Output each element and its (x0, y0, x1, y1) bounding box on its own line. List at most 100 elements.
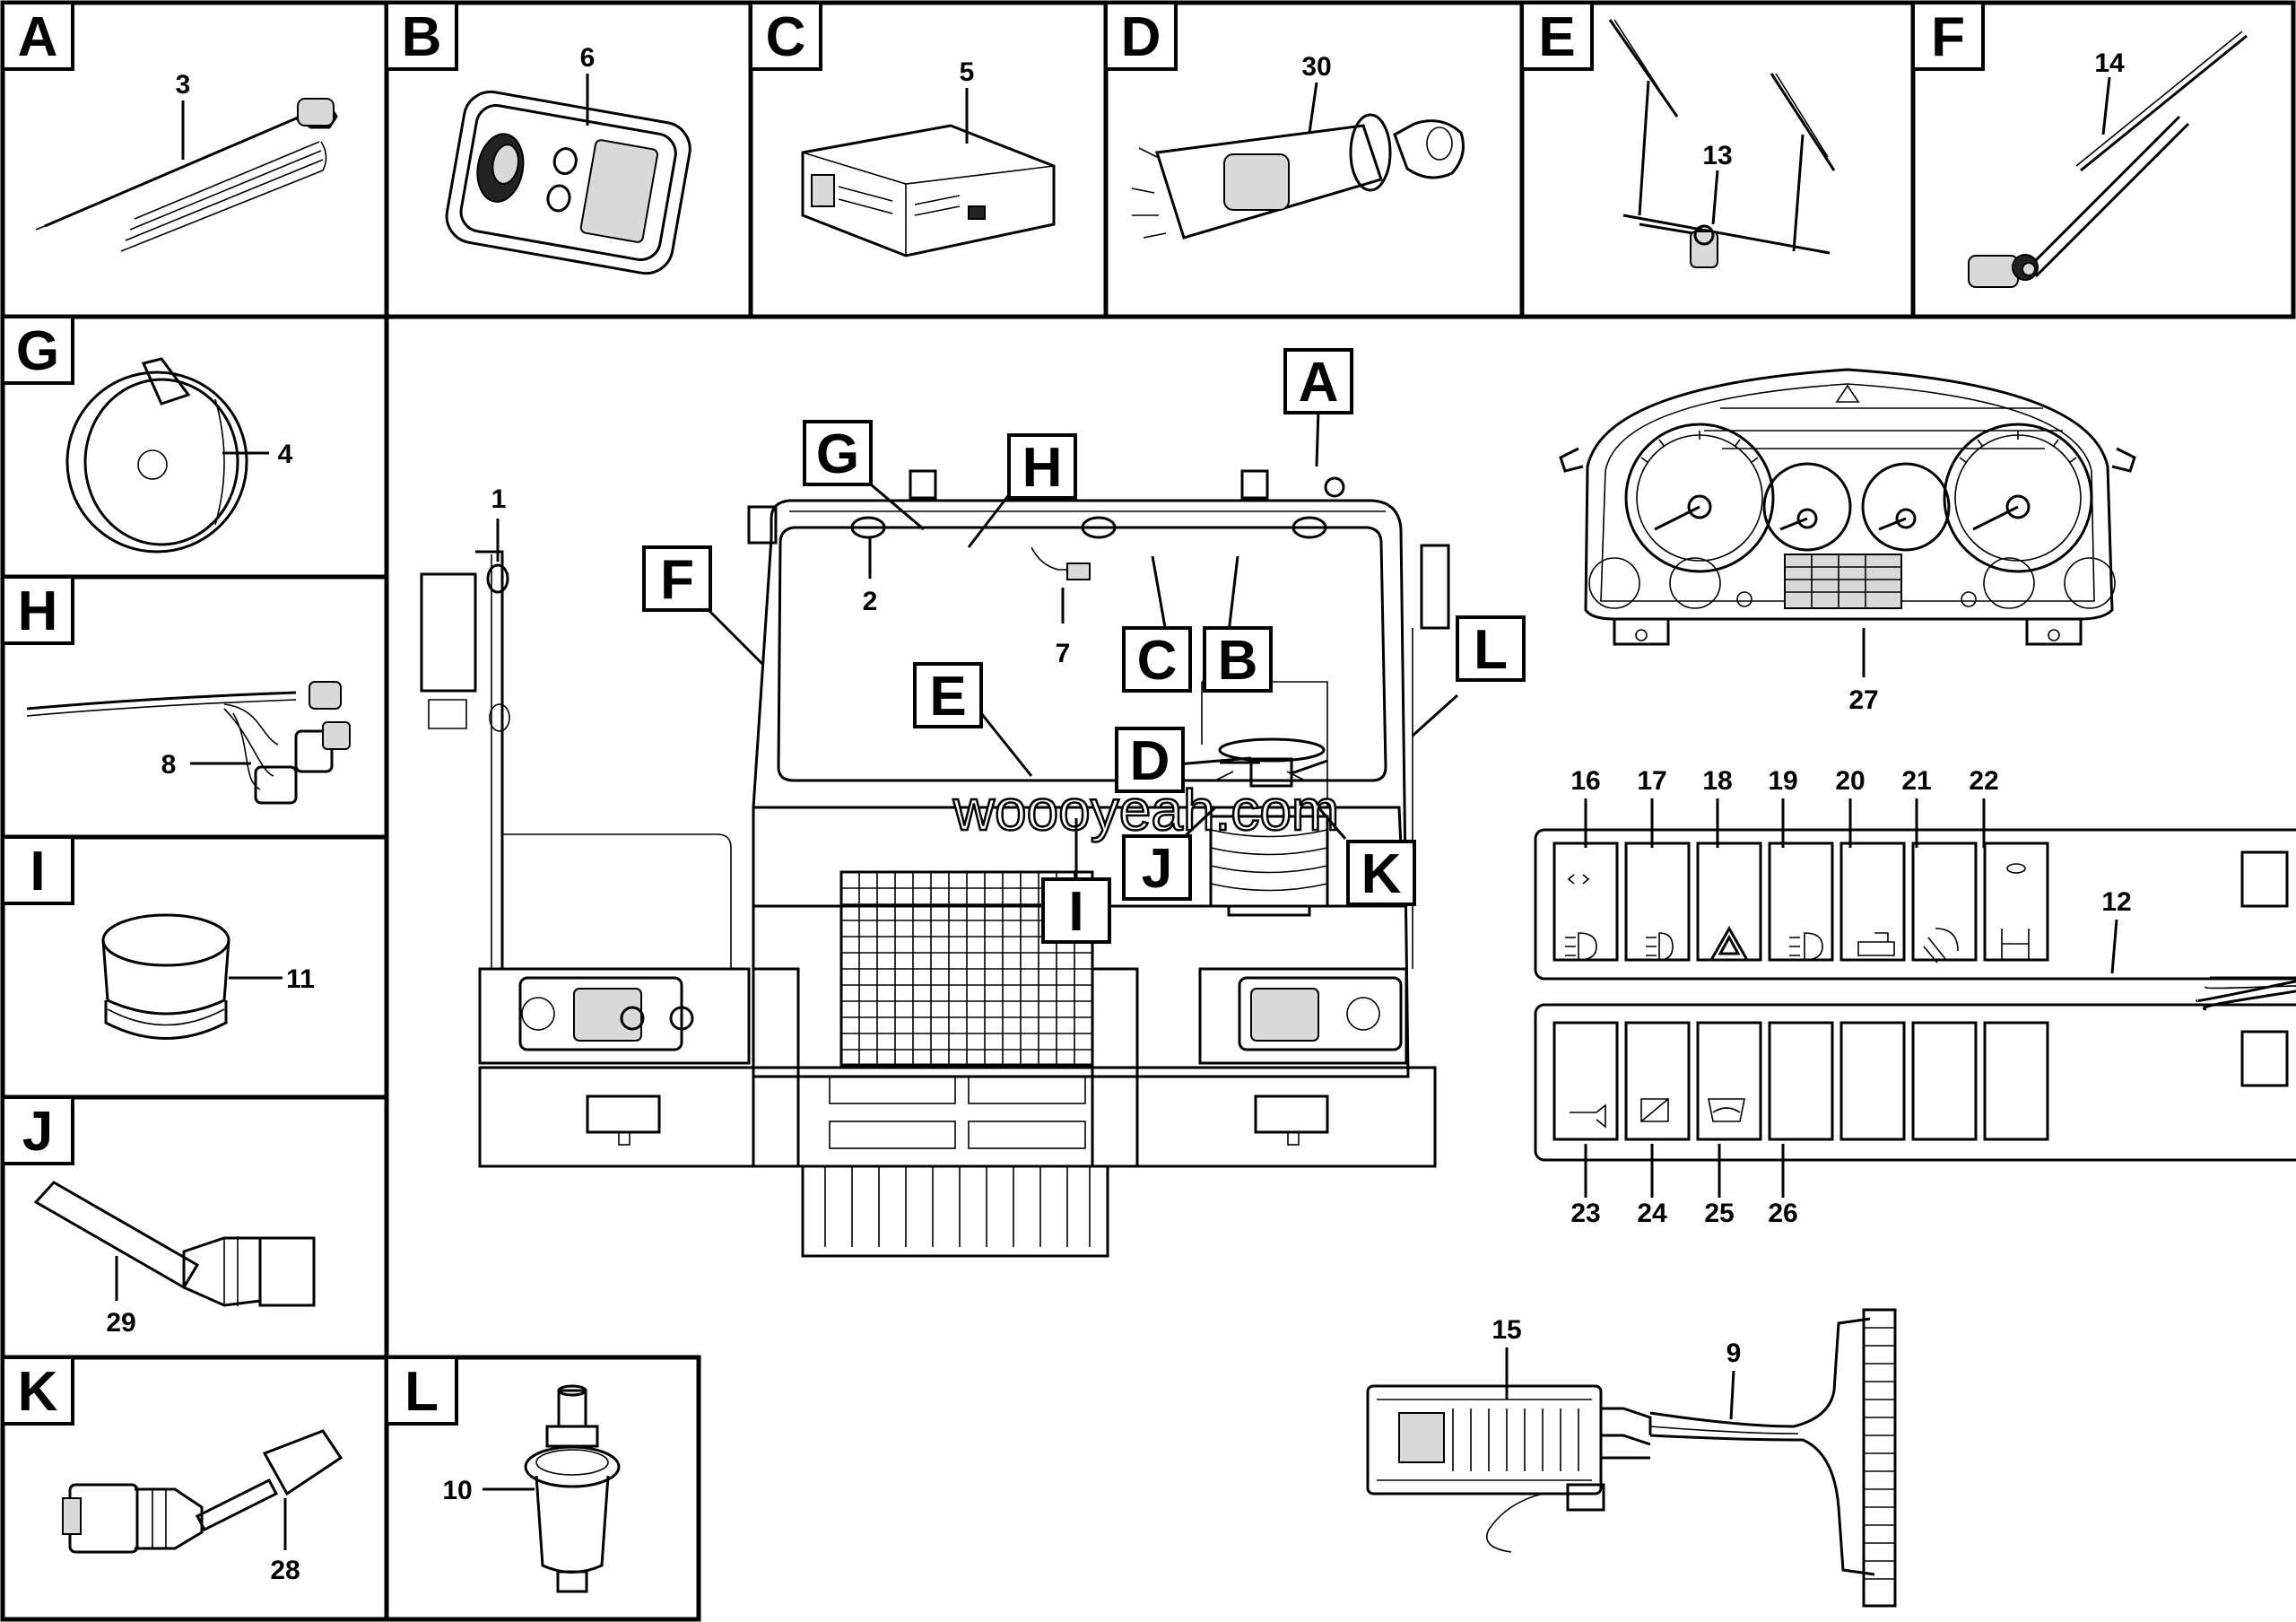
svg-text:L: L (404, 1361, 439, 1423)
svg-text:I: I (1068, 881, 1083, 943)
svg-text:29: 29 (106, 1308, 135, 1338)
differential-lock-icon (2001, 929, 2030, 960)
svg-text:13: 13 (1702, 141, 1732, 170)
part-number-9: 9 (1726, 1339, 1742, 1368)
wiper-arm-motor (1968, 31, 2248, 288)
svg-text:H: H (1022, 437, 1063, 499)
panel-g: G 4 (0, 314, 389, 580)
panel-d: D 30 (1103, 0, 1525, 319)
svg-text:L: L (1474, 619, 1508, 681)
svg-text:28: 28 (270, 1556, 300, 1585)
fog-light-icon (1646, 932, 1674, 961)
cab-callouts: A F G H C B E D J K I L (642, 348, 1526, 944)
light-cap (101, 913, 230, 1040)
svg-text:8: 8 (161, 750, 177, 780)
part-number-27: 27 (1848, 685, 1878, 715)
svg-text:6: 6 (580, 43, 596, 73)
svg-text:A: A (18, 6, 58, 68)
svg-text:4: 4 (278, 440, 293, 469)
horn (65, 357, 248, 554)
svg-text:26: 26 (1768, 1199, 1797, 1228)
svg-text:K: K (1361, 843, 1402, 905)
svg-text:24: 24 (1637, 1199, 1667, 1228)
svg-text:14: 14 (2094, 48, 2125, 78)
radio-unit (801, 124, 1056, 257)
panel-k: K 28 (0, 1355, 389, 1622)
radio-antenna (35, 98, 338, 252)
svg-text:C: C (1137, 630, 1178, 692)
svg-text:F: F (1931, 6, 1965, 68)
svg-text:B: B (402, 6, 442, 68)
panel-b: B 6 (384, 0, 753, 319)
part-number-7: 7 (1056, 639, 1071, 668)
svg-text:D: D (1130, 730, 1170, 792)
panel-c: C 5 (748, 0, 1109, 319)
headlight-icon (1565, 932, 1597, 961)
high-beam-icon (1789, 932, 1823, 961)
svg-text:30: 30 (1301, 52, 1331, 82)
svg-text:25: 25 (1704, 1199, 1734, 1228)
indicator-icon (2006, 863, 2026, 874)
ignition-switch (1131, 113, 1465, 240)
switch-numbers: 16 17 18 19 20 21 22 23 24 25 26 12 (1570, 766, 2131, 1228)
svg-text:B: B (1218, 630, 1258, 692)
svg-text:J: J (22, 1101, 53, 1163)
hazard-icon (1709, 925, 1750, 962)
svg-text:F: F (660, 549, 694, 611)
svg-text:J: J (1142, 838, 1172, 900)
horn-icon (1570, 1103, 1606, 1129)
svg-text:G: G (816, 423, 859, 485)
svg-text:11: 11 (286, 964, 315, 994)
instrument-cluster (1559, 368, 2136, 646)
svg-text:23: 23 (1570, 1199, 1600, 1228)
interior-dome-lamp (445, 90, 691, 275)
bottom-switch-row (1552, 1021, 2049, 1141)
panel-h: H 8 (0, 574, 389, 840)
svg-text:I: I (30, 841, 45, 903)
cab-front-view (420, 469, 1450, 1258)
svg-text:19: 19 (1768, 766, 1797, 796)
svg-text:G: G (16, 320, 59, 382)
svg-text:A: A (1299, 352, 1339, 414)
svg-text:K: K (18, 1361, 58, 1423)
svg-text:10: 10 (442, 1476, 472, 1505)
roof-wiring-harness (26, 681, 351, 805)
svg-text:D: D (1121, 6, 1161, 68)
svg-text:21: 21 (1901, 766, 1931, 796)
svg-text:16: 16 (1570, 766, 1600, 796)
panel-l: L 10 (384, 1355, 701, 1622)
panel-a: A 3 (0, 0, 389, 319)
stalk-lever (33, 1181, 316, 1307)
switch-panel (1534, 828, 2296, 1162)
svg-text:H: H (18, 580, 58, 642)
svg-text:12: 12 (2101, 887, 2131, 917)
svg-text:3: 3 (176, 70, 191, 100)
beacon-icon (1923, 928, 1959, 964)
svg-text:E: E (929, 666, 966, 728)
svg-text:22: 22 (1969, 766, 1998, 796)
cigarette-lighter (524, 1384, 621, 1593)
svg-text:17: 17 (1637, 766, 1666, 796)
svg-text:18: 18 (1702, 766, 1732, 796)
parking-light-icon (1567, 874, 1590, 885)
panel-i: I 11 (0, 834, 389, 1100)
part-number-15: 15 (1492, 1315, 1521, 1345)
svg-text:20: 20 (1835, 766, 1865, 796)
wiper-stalk-switch (62, 1429, 344, 1554)
panel-e: E 13 (1519, 0, 1916, 319)
svg-text:E: E (1538, 6, 1575, 68)
svg-text:C: C (766, 6, 806, 68)
cab-part-numbers: 1 2 7 (491, 484, 1071, 668)
panel-f: F 14 (1910, 0, 2296, 319)
central-electrical-box (1366, 1308, 1897, 1608)
window-icon (1640, 1098, 1669, 1122)
top-switch-row (1552, 842, 2049, 962)
svg-text:5: 5 (960, 57, 975, 87)
wiper-linkage (1608, 19, 1836, 268)
windshield-washer-icon (1708, 1098, 1745, 1122)
work-light-icon (1857, 932, 1895, 956)
panel-j: J 29 (0, 1094, 389, 1360)
part-number-2: 2 (863, 587, 878, 616)
part-number-1: 1 (491, 484, 507, 514)
